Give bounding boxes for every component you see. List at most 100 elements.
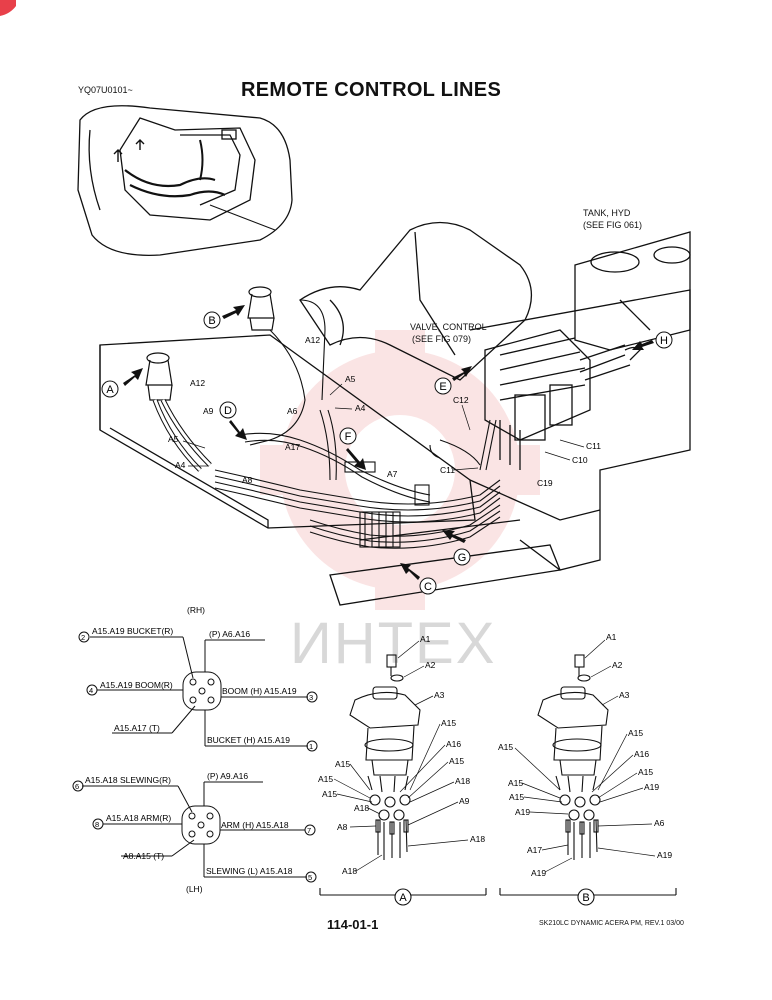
valve-ref: (SEE FIG 079) (412, 334, 472, 344)
rh-side: (RH) (187, 605, 205, 615)
label-c10: C10 (572, 455, 588, 465)
watermark-text: ИНТЕХ (290, 611, 497, 676)
view-letter-c: C (424, 581, 432, 593)
view-letter-b-circle (203, 311, 221, 329)
detail-b-label: A19 (644, 782, 659, 792)
pilot-valve-a-icon (145, 352, 212, 472)
rh-l3: A15.A19 BOOM(R) (100, 680, 173, 690)
detail-b-label: A17 (527, 845, 542, 855)
view-letter-a-circle (101, 380, 119, 398)
label-c11-right: C11 (586, 441, 601, 451)
label-a4-left: A4 (175, 460, 186, 470)
valve-label: VALVE, CONTROL (410, 322, 487, 332)
view-letter-f: F (345, 431, 352, 443)
view-letter-a: A (106, 384, 114, 396)
detail-a-labels: A1 A2 A3 A15 A16 A15 A15 A15 A18 A15 A18… (318, 634, 485, 876)
detail-b-labels: A1 A2 A3 A15 A15 A16 A15 A15 A19 A15 A19… (498, 632, 672, 878)
view-letter-d: D (224, 405, 232, 417)
rh-l5: A15.A17 (T) (114, 723, 160, 733)
page-number: 114-01-1 (327, 917, 379, 932)
detail-a-label: A15 (335, 759, 350, 769)
view-letter-g: G (458, 552, 467, 564)
detail-a-label: A3 (434, 690, 445, 700)
lh-n6: 5 (308, 873, 312, 882)
detail-a-label: A9 (459, 796, 470, 806)
lh-l2: (P) A9.A16 (207, 771, 248, 781)
lh-l6: SLEWING (L) A15.A18 (206, 866, 293, 876)
detail-a-label: A18 (455, 776, 470, 786)
lh-n3: 8 (95, 820, 99, 829)
rh-l4: BOOM (H) A15.A19 (222, 686, 297, 696)
rh-n1: 2 (81, 633, 85, 642)
detail-a-leaders (333, 640, 469, 872)
detail-b-label: A19 (531, 868, 546, 878)
arrow-e-icon (452, 366, 472, 381)
lh-l5: A8.A15 (T) (123, 851, 164, 861)
lh-port-diagram (72, 780, 317, 883)
detail-a-label: A15 (441, 718, 456, 728)
detail-a-label: A18 (470, 834, 485, 844)
detail-b-drawing (499, 654, 677, 906)
label-a9: A9 (203, 406, 214, 416)
detail-a-label: A2 (425, 660, 436, 670)
page-title: REMOTE CONTROL LINES (241, 79, 502, 101)
rh-n4: 3 (309, 693, 313, 702)
arrow-g-icon (442, 530, 466, 543)
rh-l1: A15.A19 BUCKET(R) (92, 626, 173, 636)
tank-label: TANK, HYD (583, 208, 631, 218)
detail-a-label: A15 (322, 789, 337, 799)
schematic-labels: (RH) A15.A19 BUCKET(R) (P) A6.A16 A15.A1… (75, 605, 313, 894)
pilot-valve-b-icon (247, 286, 275, 331)
label-a12-top: A12 (305, 335, 320, 345)
view-letter-d-circle (219, 401, 237, 419)
view-letter-g-circle (453, 548, 471, 566)
view-letter-e: E (439, 381, 446, 393)
arrow-b-icon (222, 305, 245, 319)
detail-b-label: A15 (638, 767, 653, 777)
detail-a-label: A1 (420, 634, 431, 644)
detail-a-label: A16 (446, 739, 461, 749)
tank-ref: (SEE FIG 061) (583, 220, 643, 230)
detail-b-label: A3 (619, 690, 630, 700)
arrow-a-icon (123, 368, 143, 386)
machine-frame (99, 221, 691, 606)
detail-a-label: A18 (354, 803, 369, 813)
arrow-d-icon (229, 420, 247, 440)
main-leader-lines (182, 383, 585, 471)
corner-mark (0, 0, 16, 16)
detail-b-label: A16 (634, 749, 649, 759)
detail-a-label: A15 (449, 756, 464, 766)
label-c19: C19 (537, 478, 553, 488)
detail-a-label: A15 (318, 774, 333, 784)
view-letter-b: B (208, 315, 215, 327)
view-letter-h-circle (655, 331, 673, 349)
label-c11-left: C11 (440, 465, 455, 475)
detail-b-label: A15 (508, 778, 523, 788)
label-a12-left: A12 (190, 378, 205, 388)
lh-l1: A15.A18 SLEWING(R) (85, 775, 171, 785)
label-c12: C12 (453, 395, 469, 405)
detail-b-leaders (514, 639, 656, 873)
detail-b-label: A6 (654, 818, 665, 828)
revision-note: SK210LC DYNAMIC ACERA PM, REV.1 03/00 (539, 920, 684, 927)
detail-b-label: A2 (612, 660, 623, 670)
hose-bundles (214, 299, 501, 549)
view-letter-h: H (660, 335, 668, 347)
label-a4-mid: A4 (355, 403, 366, 413)
rh-port-diagram (78, 631, 318, 752)
detail-b-label: A15 (498, 742, 513, 752)
lh-l4: ARM (H) A15.A18 (221, 820, 289, 830)
detail-a-drawing (319, 654, 487, 906)
arrow-f-icon (346, 448, 366, 470)
rh-n3: 4 (89, 686, 93, 695)
arrow-h-icon (632, 340, 654, 350)
lh-side: (LH) (186, 884, 203, 894)
detail-b-label: A15 (509, 792, 524, 802)
lh-n1: 6 (75, 782, 79, 791)
detail-b-label: A15 (628, 728, 643, 738)
view-letter-c-circle (419, 577, 437, 595)
doc-code: YQ07U0101~ (78, 85, 133, 95)
label-a17: A17 (285, 442, 300, 452)
label-a8: A8 (242, 475, 253, 485)
